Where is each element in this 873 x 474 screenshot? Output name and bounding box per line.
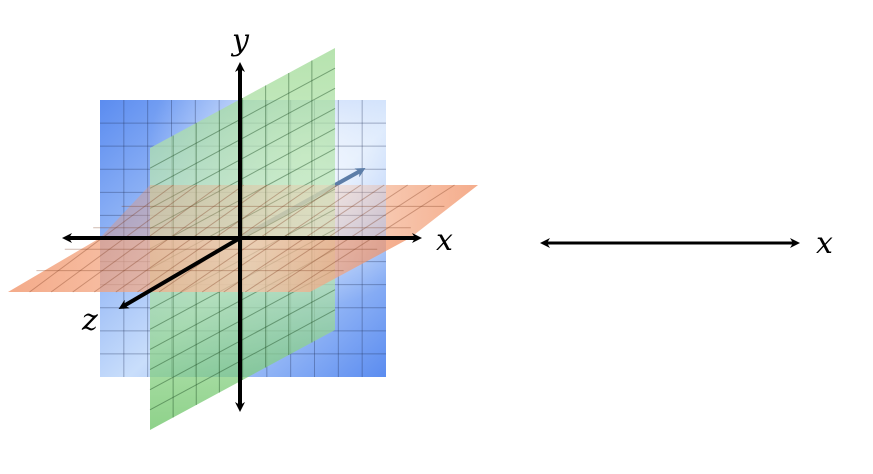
z-axis-label: z bbox=[81, 303, 98, 338]
one-d-axis-figure: x bbox=[540, 226, 833, 261]
x-axis-label: x bbox=[436, 223, 453, 258]
number-line-x-label: x bbox=[816, 226, 833, 261]
y-axis-label: y bbox=[230, 23, 250, 58]
z-axis bbox=[118, 236, 242, 310]
three-d-axes-figure: y x z bbox=[8, 23, 478, 430]
